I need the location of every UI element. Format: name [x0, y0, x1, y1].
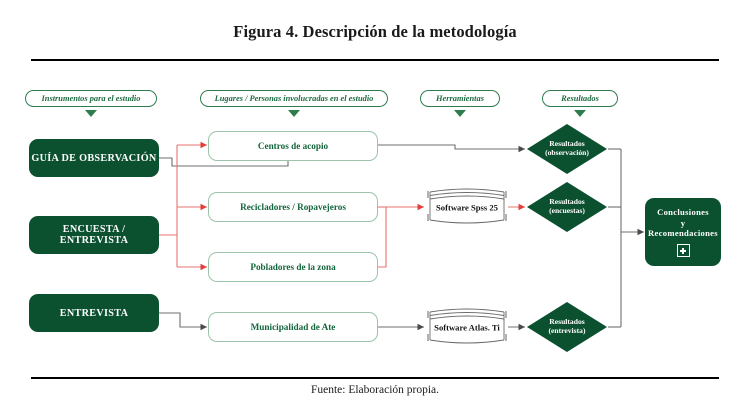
place-centros-de-acopio[interactable]: Centros de acopio — [208, 131, 378, 161]
place-pobladores-de-la-zona[interactable]: Pobladores de la zona — [208, 252, 378, 282]
database-cylinder-icon — [427, 188, 507, 224]
place-label: Recicladores / Ropavejeros — [240, 202, 346, 212]
chevron-down-icon-resultados — [574, 110, 586, 117]
result-encuestas[interactable]: Resultados (encuestas) — [527, 182, 607, 232]
place-municipalidad-de-ate[interactable]: Municipalidad de Ate — [208, 312, 378, 342]
tool-software-spss-25[interactable]: Software Spss 25 — [426, 186, 508, 228]
column-header-herramientas: Herramientas — [420, 90, 500, 107]
conclusions-and-recommendations[interactable]: Conclusiones y Recomendaciones — [645, 198, 721, 266]
divider-top — [31, 59, 719, 61]
conclusion-line1: Conclusiones — [657, 206, 709, 217]
instrument-label: ENTREVISTA — [59, 307, 129, 319]
chevron-down-icon-instrumentos — [85, 110, 97, 117]
instrument-guia-de-observacion[interactable]: GUÍA DE OBSERVACIÓN — [29, 139, 159, 177]
plus-icon[interactable] — [676, 244, 690, 258]
diamond-shape — [527, 182, 607, 232]
instrument-label: GUÍA DE OBSERVACIÓN — [31, 152, 157, 164]
tool-software-atlas-ti[interactable]: Software Atlas. Ti — [426, 306, 508, 348]
figure-source-caption: Fuente: Elaboración propia. — [310, 384, 440, 396]
result-entrevista[interactable]: Resultados (entrevista) — [527, 302, 607, 352]
diamond-shape — [527, 124, 607, 174]
chevron-down-icon-herramientas — [454, 110, 466, 117]
conclusion-line2: y — [680, 217, 686, 228]
instrument-entrevista[interactable]: ENTREVISTA — [29, 294, 159, 332]
column-header-resultados: Resultados — [542, 90, 618, 107]
place-label: Municipalidad de Ate — [250, 322, 336, 332]
place-label: Pobladores de la zona — [250, 262, 336, 272]
column-header-instrumentos: Instrumentos para el estudio — [25, 90, 157, 107]
conclusion-line3: Recomendaciones — [648, 228, 718, 239]
place-recicladores-ropavejeros[interactable]: Recicladores / Ropavejeros — [208, 192, 378, 222]
diamond-shape — [527, 302, 607, 352]
divider-bottom — [31, 377, 719, 379]
column-header-lugares: Lugares / Personas involucradas en el es… — [200, 90, 388, 107]
database-cylinder-icon — [427, 308, 507, 344]
place-label: Centros de acopio — [257, 141, 329, 151]
result-observacion[interactable]: Resultados (observación) — [527, 124, 607, 174]
instrument-encuesta-entrevista[interactable]: ENCUESTA / ENTREVISTA — [29, 216, 159, 254]
instrument-label: ENCUESTA / ENTREVISTA — [59, 224, 129, 246]
page-title: Figura 4. Descripción de la metodología — [233, 22, 517, 41]
chevron-down-icon-lugares — [288, 110, 300, 117]
